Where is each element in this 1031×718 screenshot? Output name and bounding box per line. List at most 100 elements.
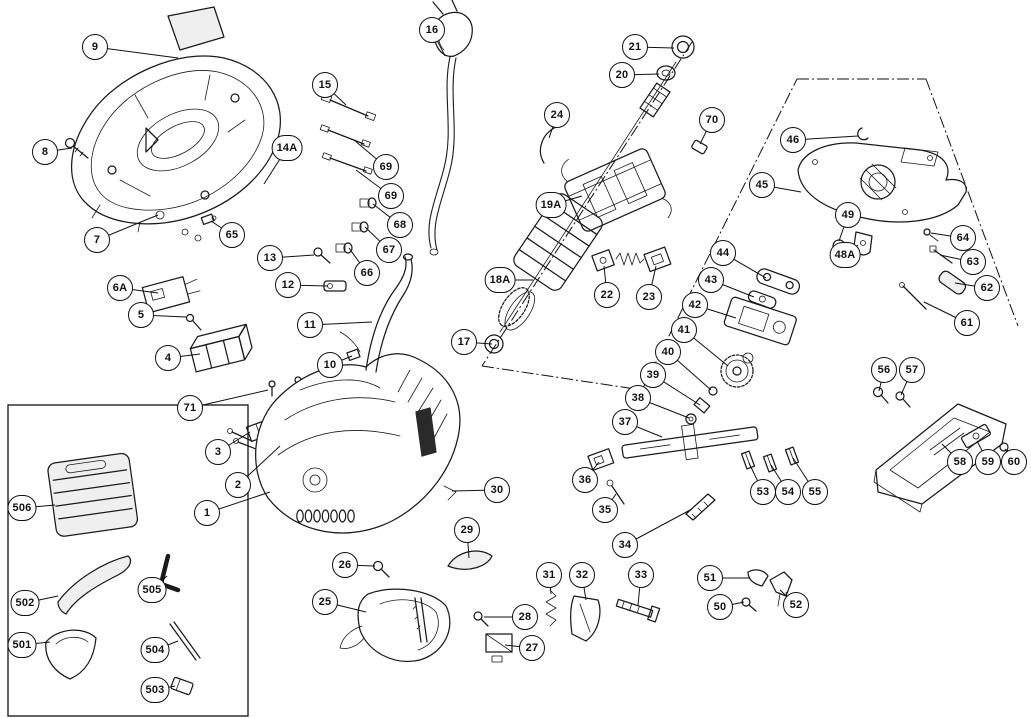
leader-line (189, 389, 269, 409)
part-callout-35: 35 (592, 497, 618, 523)
part-callout-26: 26 (332, 552, 358, 578)
part-callout-54: 54 (775, 479, 801, 505)
part-callout-32: 32 (569, 562, 595, 588)
brush-holders-art (591, 246, 672, 273)
part-callout-13: 13 (257, 245, 283, 271)
part-callout-10: 10 (317, 352, 343, 378)
part-callout-57: 57 (899, 357, 925, 383)
screw-8-art (64, 137, 89, 159)
part-callout-69: 69 (373, 154, 399, 180)
part-callout-44: 44 (710, 240, 736, 266)
part-callout-51: 51 (697, 565, 723, 591)
part-callout-2: 2 (225, 472, 251, 498)
part-callout-15: 15 (312, 72, 338, 98)
part-callout-64: 64 (950, 225, 976, 251)
part-callout-48A: 48A (829, 242, 861, 268)
part-callout-56: 56 (871, 357, 897, 383)
part-callout-43: 43 (698, 267, 724, 293)
part-callout-18A: 18A (484, 267, 516, 293)
part-callout-41: 41 (671, 317, 697, 343)
switch-art (141, 276, 201, 314)
part-callout-68: 68 (387, 212, 413, 238)
part-callout-20: 20 (609, 62, 635, 88)
part-callout-38: 38 (625, 385, 651, 411)
accessory-group-box (7, 404, 249, 717)
centerline (481, 365, 643, 391)
part-callout-23: 23 (636, 284, 662, 310)
accessories-art (45, 452, 201, 696)
part-callout-46: 46 (780, 127, 806, 153)
part-callout-7: 7 (84, 227, 110, 253)
part-callout-39: 39 (640, 362, 666, 388)
part-callout-67: 67 (376, 237, 402, 263)
centerline (641, 78, 798, 391)
terminal-block-art (189, 323, 253, 373)
part-callout-14A: 14A (271, 135, 303, 161)
part-callout-24: 24 (544, 102, 570, 128)
part-callout-29: 29 (454, 517, 480, 543)
part-callout-505: 505 (137, 577, 167, 603)
part-callout-3: 3 (205, 439, 231, 465)
part-callout-45: 45 (749, 172, 775, 198)
nameplate-art (167, 6, 225, 51)
part-callout-58: 58 (947, 449, 973, 475)
leader-line (94, 46, 179, 59)
wire-24-art (539, 126, 557, 164)
part-callout-53: 53 (750, 479, 776, 505)
part-callout-1: 1 (194, 500, 220, 526)
part-callout-501: 501 (7, 632, 37, 658)
part-callout-36: 36 (572, 467, 598, 493)
part-callout-22: 22 (594, 282, 620, 308)
part-callout-40: 40 (655, 339, 681, 365)
part-callout-66: 66 (354, 260, 380, 286)
guide-tube-art (339, 253, 414, 373)
part-callout-70: 70 (699, 107, 725, 133)
part-callout-30: 30 (484, 477, 510, 503)
centerline (925, 78, 1019, 327)
part-callout-50: 50 (707, 594, 733, 620)
part-callout-31: 31 (536, 562, 562, 588)
part-callout-16: 16 (419, 17, 445, 43)
guard-art (339, 550, 661, 663)
part-callout-63: 63 (960, 249, 986, 275)
part-callout-62: 62 (974, 275, 1000, 301)
part-callout-65: 65 (219, 222, 245, 248)
part-callout-9: 9 (82, 34, 108, 60)
part-callout-28: 28 (512, 604, 538, 630)
yoke-art (621, 423, 759, 461)
lead-wires-art (319, 93, 377, 175)
part-callout-69: 69 (378, 183, 404, 209)
part-callout-61: 61 (954, 310, 980, 336)
part-callout-21: 21 (622, 34, 648, 60)
part-callout-34: 34 (612, 532, 638, 558)
stator-art (561, 148, 672, 232)
part-callout-6A: 6A (107, 275, 133, 301)
centerline (481, 41, 693, 367)
part-callout-504: 504 (140, 637, 170, 663)
part-callout-52: 52 (783, 592, 809, 618)
part-callout-19A: 19A (535, 192, 567, 218)
part-callout-71: 71 (177, 395, 203, 421)
brush-caps-art (200, 197, 377, 254)
part-callout-11: 11 (297, 312, 323, 338)
part-callout-60: 60 (1001, 449, 1027, 475)
part-callout-42: 42 (682, 292, 708, 318)
part-callout-37: 37 (612, 409, 638, 435)
part-callout-12: 12 (275, 272, 301, 298)
part-callout-4: 4 (155, 345, 181, 371)
small-parts-art (587, 448, 716, 521)
part-callout-33: 33 (628, 562, 654, 588)
gear-cover-art (255, 353, 461, 534)
part-callout-59: 59 (975, 449, 1001, 475)
part-callout-8: 8 (32, 139, 58, 165)
part-callout-27: 27 (519, 635, 545, 661)
part-callout-502: 502 (10, 590, 40, 616)
leads-3-art (227, 428, 257, 450)
handle-housing-art (70, 55, 282, 242)
gear-train-art (685, 268, 801, 425)
part-callout-17: 17 (451, 329, 477, 355)
part-callout-506: 506 (7, 495, 37, 521)
part-callout-503: 503 (140, 677, 170, 703)
part-callout-55: 55 (802, 479, 828, 505)
